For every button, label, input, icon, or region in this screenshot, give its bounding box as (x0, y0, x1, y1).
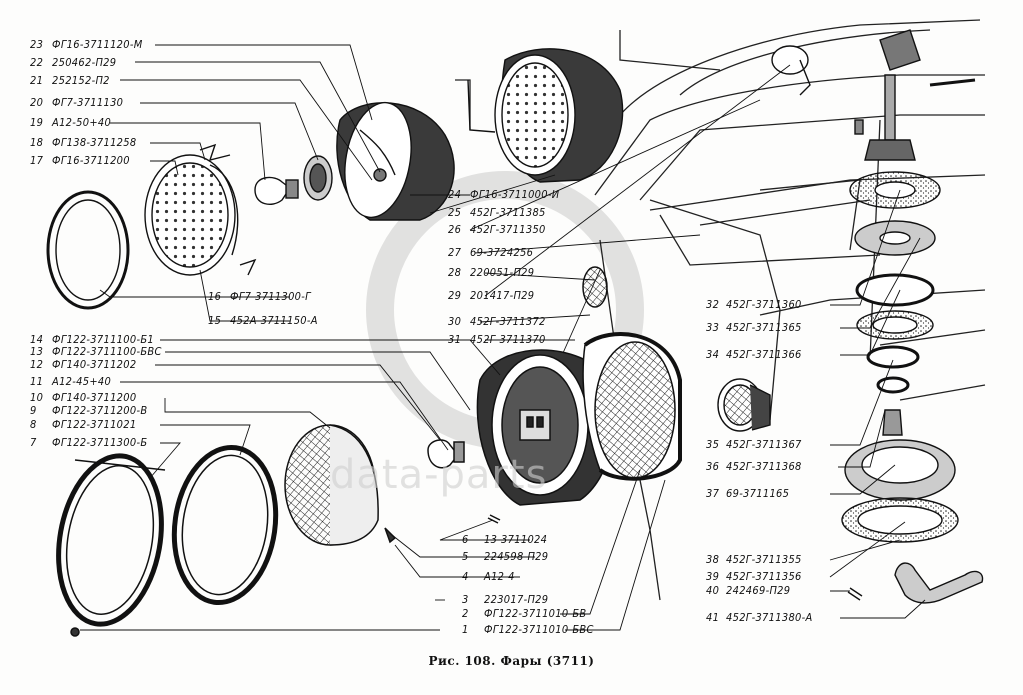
watermark-text: data-parts (330, 452, 548, 498)
headlamp-lower-exploded (56, 424, 501, 637)
lamp-mount-stack (771, 29, 984, 604)
headlamp-upper-exploded (46, 101, 455, 310)
leader-lines (80, 44, 926, 631)
marker-lamp (717, 378, 771, 432)
grille-cover (582, 266, 682, 481)
figure-caption: Рис. 108. Фары (3711) (428, 654, 595, 668)
headlamp-body-center (476, 349, 617, 506)
headlamp-assembly-24 (467, 48, 624, 183)
